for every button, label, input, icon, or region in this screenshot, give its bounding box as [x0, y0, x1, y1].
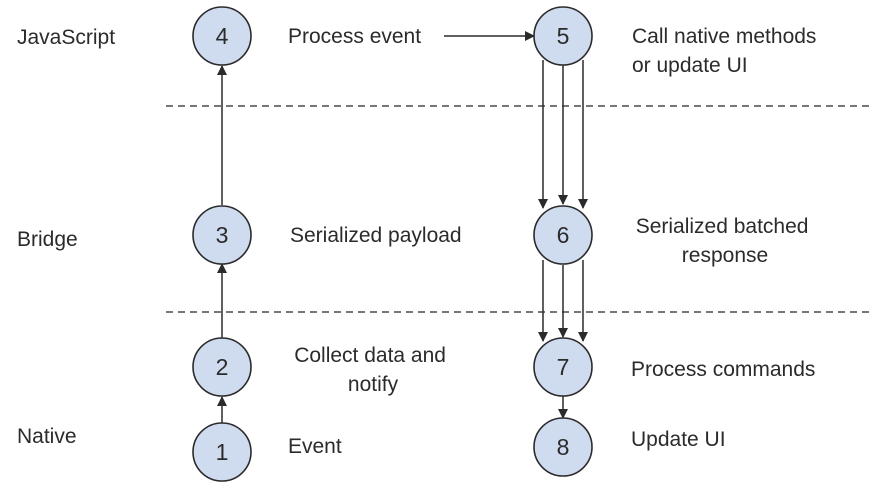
lane-label-native: Native	[17, 425, 77, 448]
node-1: 1	[192, 422, 252, 482]
node-7: 7	[533, 337, 593, 397]
node-5-circle	[533, 6, 593, 66]
node-3-circle	[192, 205, 252, 265]
node-2-number: 2	[216, 354, 229, 380]
node-3-number: 3	[216, 222, 229, 248]
node-3-label: Serialized payload	[290, 224, 462, 247]
node-1-number: 1	[216, 439, 229, 465]
node-2: 2	[192, 337, 252, 397]
node-5-number: 5	[557, 23, 570, 49]
lane-label-bridge: Bridge	[17, 228, 78, 251]
node-7-label: Process commands	[631, 358, 815, 381]
node-8-number: 8	[557, 434, 570, 460]
node-7-number: 7	[557, 354, 570, 380]
node-1-label: Event	[288, 435, 342, 458]
node-6-label: Serialized batched response	[636, 215, 815, 267]
node-5-label: Call native methods or update UI	[632, 25, 822, 77]
node-1-circle	[192, 422, 252, 482]
node-2-label: Collect data and notify	[294, 344, 452, 396]
node-2-circle	[192, 337, 252, 397]
node-8-circle	[533, 417, 593, 477]
node-8-label: Update UI	[631, 428, 726, 451]
node-7-circle	[533, 337, 593, 397]
node-4: 4	[192, 6, 252, 66]
node-8: 8	[533, 417, 593, 477]
node-4-circle	[192, 6, 252, 66]
node-4-label: Process event	[288, 25, 421, 48]
node-4-number: 4	[216, 23, 229, 49]
node-5: 5	[533, 6, 593, 66]
node-6-number: 6	[557, 222, 570, 248]
node-3: 3	[192, 205, 252, 265]
lane-label-javascript: JavaScript	[17, 26, 115, 49]
node-6-circle	[533, 205, 593, 265]
node-6: 6	[533, 205, 593, 265]
